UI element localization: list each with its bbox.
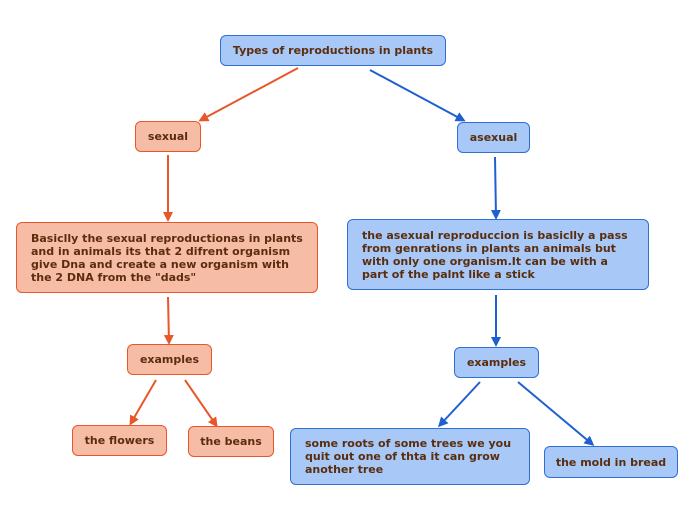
sexual-examples-node[interactable]: examples <box>127 344 212 375</box>
edge-asexual-examples-to-roots <box>437 381 481 428</box>
asexual-node[interactable]: asexual <box>457 122 530 153</box>
edge-root-to-sexual <box>198 67 299 122</box>
example-mold-node[interactable]: the mold in bread <box>544 446 678 478</box>
asexual-description-node[interactable]: the asexual reproduccion is basiclly a p… <box>347 219 649 290</box>
sexual-node[interactable]: sexual <box>135 121 201 152</box>
edge-asexual-examples-to-mold <box>517 381 595 446</box>
example-flowers-node[interactable]: the flowers <box>72 425 167 456</box>
edge-sexual-description-to-examples <box>163 296 174 345</box>
edge-root-to-asexual <box>369 69 466 122</box>
edge-asexual-to-description <box>490 156 501 220</box>
root-node[interactable]: Types of reproductions in plants <box>220 35 446 66</box>
example-roots-node[interactable]: some roots of some trees we you quit out… <box>290 428 530 485</box>
edge-sexual-examples-to-flowers <box>129 379 157 426</box>
sexual-description-node[interactable]: Basiclly the sexual reproductionas in pl… <box>16 222 318 293</box>
asexual-examples-node[interactable]: examples <box>454 347 539 378</box>
example-beans-node[interactable]: the beans <box>188 426 274 457</box>
edge-sexual-examples-to-beans <box>184 379 218 428</box>
